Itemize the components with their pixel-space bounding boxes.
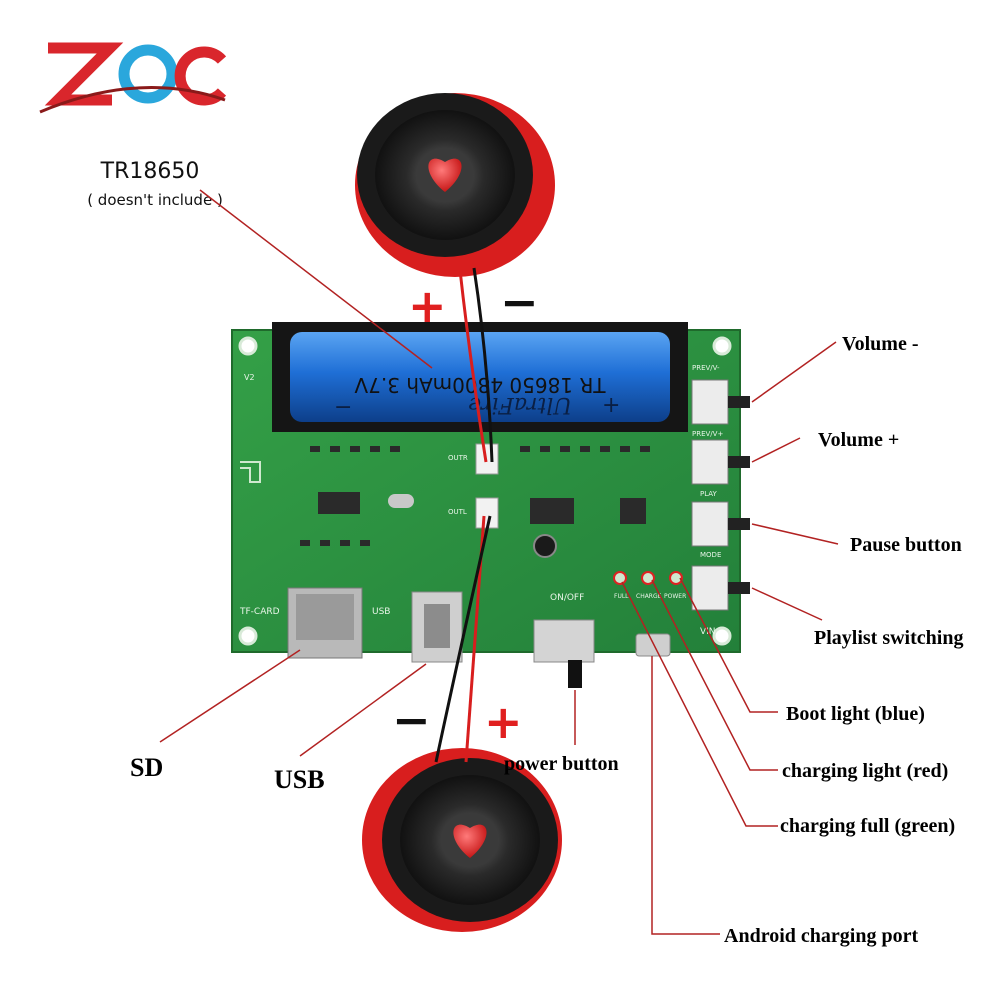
usb-port-inner (424, 604, 450, 648)
polarity-bottom-minus: − (392, 693, 431, 747)
silk-mode: MODE (700, 551, 721, 559)
battery-brand: UltraFire (468, 392, 572, 417)
callout-line-boot-light (679, 577, 778, 713)
brand-logo (39, 42, 227, 114)
wire-top-red (458, 269, 488, 463)
button-volume-plus-stem[interactable] (728, 456, 750, 468)
button-volume-minus[interactable] (691, 379, 729, 425)
button-volume-plus[interactable] (691, 439, 729, 485)
usb-port[interactable] (411, 591, 463, 663)
callout-line-android-port (651, 656, 720, 935)
callout-line-usb (299, 663, 427, 757)
logo-c-shape (174, 46, 227, 106)
mount-hole-icon (238, 626, 258, 646)
callout-line-volume-minus (751, 341, 837, 403)
battery-minus-mark: − (334, 395, 352, 420)
battery-note-title: TR18650 (100, 159, 200, 184)
led-charge (641, 571, 655, 585)
mount-hole-icon (712, 626, 732, 646)
speaker-wires (434, 267, 494, 763)
callout-android-port: Android charging port (724, 925, 918, 947)
callout-sd: SD (130, 753, 163, 782)
callout-line-sd (159, 649, 301, 743)
callout-line-battery (199, 189, 433, 369)
heart-icon (453, 824, 487, 858)
silk-prev-vminus: PREV/V- (692, 364, 720, 372)
callout-volume-minus: Volume - (842, 333, 918, 355)
silk-prev-vplus: PREV/V+ (692, 430, 723, 438)
ic-chip (318, 492, 360, 514)
power-switch-body (533, 619, 595, 663)
crystal-oscillator (388, 494, 414, 508)
callout-charging-full: charging full (green) (780, 815, 955, 837)
callout-volume-plus: Volume + (818, 429, 899, 451)
polarity-top-minus: − (500, 275, 539, 329)
callout-power-button: power button (504, 753, 619, 775)
ic-chip (620, 498, 646, 524)
battery-cell (290, 332, 670, 422)
silk-power: POWER (664, 593, 686, 600)
led-power (669, 571, 683, 585)
wire-top-black (472, 267, 494, 463)
button-pause[interactable] (691, 501, 729, 547)
silk-tf-card: TF-CARD (239, 607, 280, 617)
callout-line-charging-light (651, 579, 778, 771)
callout-playlist: Playlist switching (814, 627, 963, 649)
power-switch-lever[interactable] (568, 660, 582, 688)
callout-lines (159, 189, 839, 935)
speaker-top (355, 93, 555, 277)
antenna-trace-icon (240, 461, 261, 483)
speaker-bottom (362, 748, 562, 932)
polarity-top-plus: + (408, 279, 447, 333)
mount-hole-icon (712, 336, 732, 356)
button-pause-stem[interactable] (728, 518, 750, 530)
android-charging-port[interactable] (635, 633, 671, 657)
led-full (613, 571, 627, 585)
tf-card-slot-inner (296, 594, 354, 640)
callout-line-playlist (751, 587, 823, 621)
silk-on-off: ON/OFF (550, 593, 584, 603)
heart-icon (428, 158, 462, 192)
callout-line-volume-plus (751, 437, 801, 463)
capacitor (533, 534, 557, 558)
logo-q-shape (118, 44, 178, 104)
button-volume-minus-stem[interactable] (728, 396, 750, 408)
callout-line-charging-full (621, 581, 778, 827)
battery-print-line: TR 18650 4800mAh 3.7V (354, 373, 606, 397)
logo-swoosh (39, 86, 226, 114)
logo-z-shape (44, 42, 124, 106)
callout-usb: USB (274, 765, 325, 794)
polarity-bottom-plus: + (484, 695, 523, 749)
tact-buttons (691, 379, 750, 611)
silk-outr: OUTR (448, 454, 468, 462)
callout-boot-light: Boot light (blue) (786, 703, 925, 725)
silk-full: FULL (614, 593, 629, 600)
battery-plus-mark: + (602, 393, 620, 418)
callout-line-pause (751, 523, 839, 545)
silk-usb: USB (372, 607, 390, 617)
callout-pause: Pause button (850, 534, 962, 556)
silk-v2: V2 (244, 373, 255, 382)
silk-play: PLAY (700, 490, 718, 498)
mount-hole-icon (238, 336, 258, 356)
silk-outl: OUTL (448, 508, 467, 516)
battery-note-subtitle: ( doesn't include ) (87, 191, 223, 209)
wire-bottom-black (434, 515, 492, 763)
pcb-board: TR 18650 4800mAh 3.7V UltraFire + − V2 T… (231, 322, 750, 688)
button-mode[interactable] (691, 565, 729, 611)
ic-chip (530, 498, 574, 524)
button-mode-stem[interactable] (728, 582, 750, 594)
smd-components (300, 446, 650, 546)
silk-charge: CHARGE (636, 593, 662, 600)
callout-charging-light: charging light (red) (782, 760, 948, 782)
